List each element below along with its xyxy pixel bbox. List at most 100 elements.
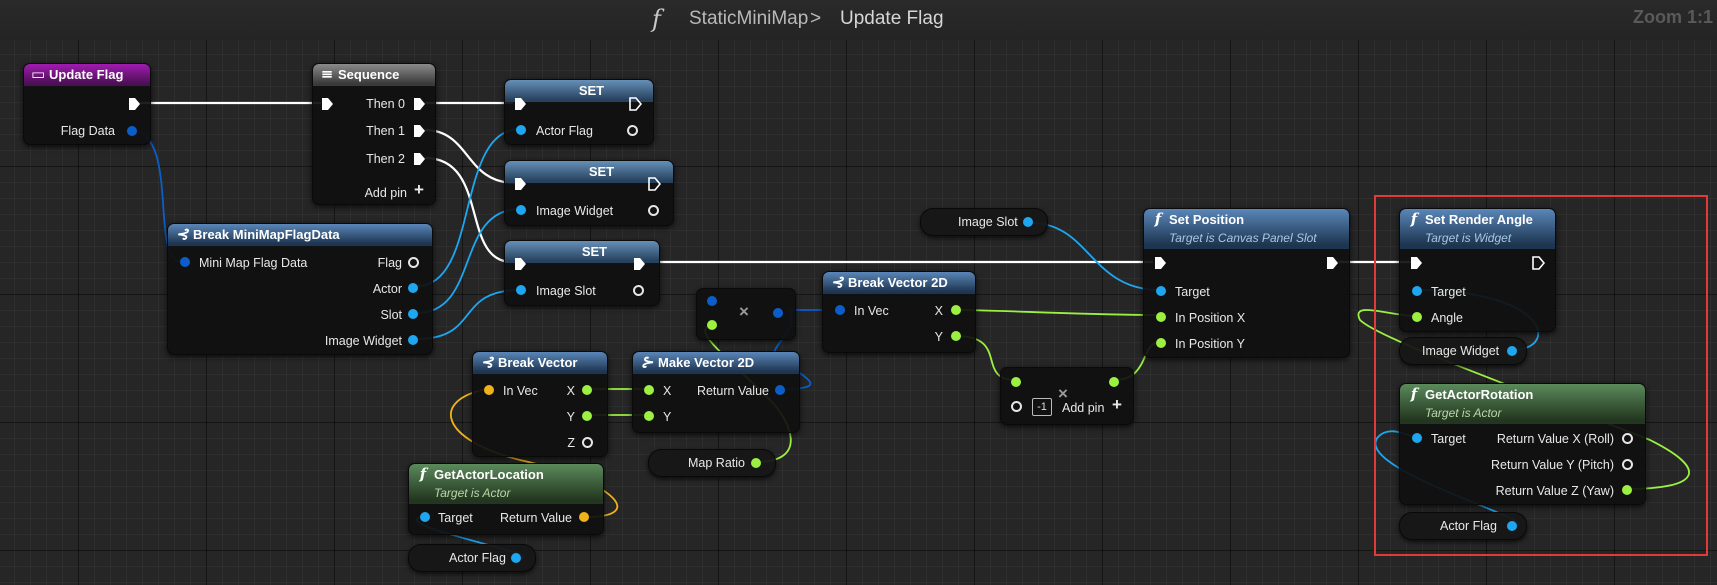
target-in-pin[interactable] [420, 512, 430, 522]
result-out-pin[interactable] [773, 308, 783, 318]
in-vec-pin[interactable] [835, 305, 845, 315]
pin-label: In Vec [503, 384, 538, 398]
in-position-x-pin[interactable] [1156, 312, 1166, 322]
pitch-out-pin[interactable] [1622, 459, 1633, 470]
image-widget-out-pin[interactable] [408, 335, 418, 345]
variable-label: Actor Flag [449, 551, 506, 565]
y-out-pin[interactable] [582, 411, 592, 421]
slot-out-pin[interactable] [408, 309, 418, 319]
return-value-out-pin[interactable] [775, 385, 785, 395]
float-in-pin-a[interactable] [1011, 377, 1021, 387]
float-in-pin-b[interactable] [1011, 401, 1022, 412]
y-out-pin[interactable] [951, 331, 961, 341]
add-pin-button[interactable]: Add pin [1062, 401, 1105, 415]
target-in-pin[interactable] [1412, 433, 1422, 443]
variable-image-slot[interactable]: Image Slot [920, 208, 1048, 236]
pin-label: Target [1431, 432, 1466, 446]
yaw-out-pin[interactable] [1622, 485, 1632, 495]
in-vec-pin[interactable] [484, 385, 494, 395]
return-value-out-pin[interactable] [579, 512, 589, 522]
add-pin-button[interactable]: Add pin [364, 186, 407, 200]
variable-image-widget[interactable]: Image Widget [1399, 337, 1527, 365]
target-in-pin[interactable] [1412, 286, 1422, 296]
object-wire [416, 128, 521, 287]
pin-label: In Position Y [1175, 337, 1245, 351]
breadcrumb-graph-name[interactable]: Update Flag [840, 8, 944, 29]
image-slot-out-pin[interactable] [633, 285, 644, 296]
plus-icon[interactable]: + [414, 180, 424, 199]
exec-out-pin[interactable] [128, 97, 141, 111]
exec-in-pin[interactable] [1410, 256, 1423, 270]
actor-flag-in-pin[interactable] [516, 125, 526, 135]
image-slot-out-pin[interactable] [1023, 217, 1033, 227]
variable-map-ratio[interactable]: Map Ratio [648, 449, 776, 477]
variable-actor-flag[interactable]: Actor Flag [1399, 512, 1527, 540]
node-header: SET [505, 241, 659, 263]
exec-out-pin[interactable] [648, 177, 661, 191]
then2-out-pin[interactable] [413, 152, 426, 166]
exec-in-pin[interactable] [1154, 256, 1167, 270]
x-in-pin[interactable] [644, 385, 654, 395]
exec-out-pin[interactable] [629, 97, 642, 111]
node-header: ⊰Break Vector [473, 352, 607, 374]
actor-out-pin[interactable] [408, 283, 418, 293]
node-make-vector-2d[interactable]: ⊱Make Vector 2D X Return Value Y [632, 351, 800, 433]
exec-out-pin[interactable] [1326, 256, 1339, 270]
mini-map-flag-data-in-pin[interactable] [180, 257, 190, 267]
map-ratio-out-pin[interactable] [751, 458, 761, 468]
roll-out-pin[interactable] [1622, 433, 1633, 444]
target-in-pin[interactable] [1156, 286, 1166, 296]
flag-out-pin[interactable] [408, 257, 419, 268]
node-header: ▭Update Flag [24, 64, 150, 86]
node-break-vector[interactable]: ⊰Break Vector In Vec X Y Z [472, 351, 608, 457]
exec-in-pin[interactable] [514, 97, 527, 111]
actor-flag-out-pin[interactable] [627, 125, 638, 136]
node-multiply[interactable]: × [696, 288, 796, 340]
variable-actor-flag[interactable]: Actor Flag [408, 544, 536, 572]
flag-data-out-pin[interactable] [127, 126, 137, 136]
then0-out-pin[interactable] [413, 97, 426, 111]
exec-out-pin[interactable] [1532, 256, 1545, 270]
then1-out-pin[interactable] [413, 124, 426, 138]
in-position-y-pin[interactable] [1156, 338, 1166, 348]
plus-icon[interactable]: + [1112, 395, 1122, 414]
pin-label: Image Widget [536, 204, 614, 218]
node-sequence[interactable]: ≡Sequence Then 0 Then 1 Then 2 Add pin + [312, 63, 436, 205]
image-widget-out-pin[interactable] [1507, 346, 1517, 356]
exec-in-pin[interactable] [514, 257, 527, 271]
y-in-pin[interactable] [644, 411, 654, 421]
pin-label: Flag Data [60, 124, 115, 138]
node-break-minimap-flag-data[interactable]: ⊰Break MiniMapFlagData Mini Map Flag Dat… [167, 223, 433, 355]
exec-wire [423, 156, 514, 264]
node-break-vector-2d[interactable]: ⊰Break Vector 2D In Vec X Y [822, 271, 976, 353]
node-set-actor-flag[interactable]: SET Actor Flag [504, 79, 654, 145]
node-set-image-slot[interactable]: SET Image Slot [504, 240, 660, 306]
actor-flag-out-pin[interactable] [1507, 521, 1517, 531]
node-set-image-widget[interactable]: SET Image Widget [504, 160, 674, 226]
z-out-pin[interactable] [582, 437, 593, 448]
vector2d-in-pin-a[interactable] [707, 296, 717, 306]
constant-value-field[interactable]: -1 [1032, 398, 1052, 416]
x-out-pin[interactable] [582, 385, 592, 395]
exec-out-pin[interactable] [633, 257, 646, 271]
actor-flag-out-pin[interactable] [511, 553, 521, 563]
object-wire [416, 289, 521, 340]
x-out-pin[interactable] [951, 305, 961, 315]
exec-in-pin[interactable] [321, 97, 334, 111]
image-slot-in-pin[interactable] [516, 285, 526, 295]
angle-in-pin[interactable] [1412, 312, 1422, 322]
exec-in-pin[interactable] [514, 177, 527, 191]
node-multiply-float[interactable]: × -1 Add pin + [1000, 367, 1134, 425]
float-in-pin-b[interactable] [707, 320, 717, 330]
image-widget-out-pin[interactable] [648, 205, 659, 216]
breadcrumb-class-name[interactable]: StaticMiniMap [689, 8, 809, 29]
pin-label: Y [566, 410, 575, 424]
result-out-pin[interactable] [1109, 377, 1119, 387]
node-update-flag-event[interactable]: ▭Update Flag Flag Data [23, 63, 151, 145]
image-widget-in-pin[interactable] [516, 205, 526, 215]
